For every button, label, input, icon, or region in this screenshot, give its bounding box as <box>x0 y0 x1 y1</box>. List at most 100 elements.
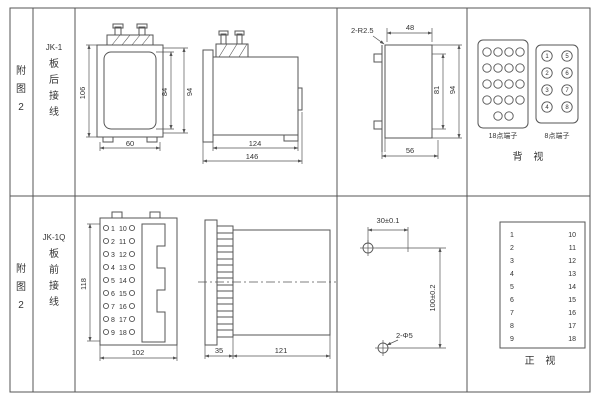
term-num: 10 <box>119 226 127 233</box>
model-char: 板 <box>49 57 59 70</box>
figure-label-bottom: 附 图 2 <box>16 262 26 311</box>
term-num: 1 <box>111 226 115 233</box>
term-num: 2 <box>111 239 115 246</box>
model-char: 接 <box>49 89 59 102</box>
term-num: 4 <box>545 105 549 111</box>
terminal-map-left: 1 2 3 4 5 6 7 8 9 <box>510 232 514 343</box>
term-num: 6 <box>111 291 115 298</box>
term-num: 6 <box>565 71 569 77</box>
mounting-holes-view: 30±0.1 100±0.2 2-Φ5 <box>360 216 446 356</box>
fig-char: 图 <box>16 83 26 95</box>
term-num: 17 <box>568 323 576 330</box>
model-char: 接 <box>49 279 59 292</box>
radius-label: 2-R2.5 <box>351 26 374 35</box>
bolt-cap <box>234 30 245 36</box>
dim-60: 60 <box>126 139 134 148</box>
term-num: 7 <box>510 310 514 317</box>
term-num: 18 <box>119 330 127 337</box>
case-window <box>103 51 157 130</box>
term-num: 14 <box>119 278 127 285</box>
term-num: 4 <box>510 271 514 278</box>
dim-30: 30±0.1 <box>377 216 400 225</box>
label-8pt: 8点端子 <box>545 131 570 140</box>
term-num: 8 <box>510 323 514 330</box>
term-num: 2 <box>545 71 549 77</box>
back-view: 1 2 3 4 5 6 7 8 18点端子 8点端子 背 视 <box>477 39 579 163</box>
fig-char: 2 <box>18 300 24 311</box>
bolt-cap <box>218 30 229 36</box>
table-frame <box>9 7 591 393</box>
mounting-plate <box>204 219 218 346</box>
jk1q-side-view: 35 121 <box>198 219 336 359</box>
term-num: 7 <box>111 304 115 311</box>
model-label-top: JK-1 板 后 接 线 <box>46 43 63 118</box>
dim-106: 106 <box>78 87 87 100</box>
terminal-block-8 <box>535 44 579 124</box>
term-num: 8 <box>565 105 569 111</box>
dim-56: 56 <box>406 146 414 155</box>
term-num: 12 <box>119 252 127 259</box>
term-num: 3 <box>545 88 549 94</box>
terminal-stack <box>216 225 234 338</box>
terminal-map-right: 10 11 12 13 14 15 16 17 18 <box>568 232 576 343</box>
terminal-map-outline <box>499 221 586 349</box>
front-view-caption: 正 视 <box>525 354 560 367</box>
fig-char: 2 <box>18 102 24 113</box>
model-char: 线 <box>49 105 59 118</box>
term-num: 5 <box>510 284 514 291</box>
figure-label-top: 附 图 2 <box>16 64 26 113</box>
front-view-terminal-map: 1 2 3 4 5 6 7 8 9 10 11 12 13 14 15 16 1… <box>499 221 586 367</box>
model-char: 后 <box>49 74 59 86</box>
term-num: 5 <box>565 54 569 60</box>
dim-94: 94 <box>185 88 194 96</box>
dim-100: 100±0.2 <box>428 284 437 311</box>
term-num: 18 <box>568 336 576 343</box>
terminal-block-18 <box>477 39 529 129</box>
term-num: 15 <box>119 291 127 298</box>
term-num: 10 <box>568 232 576 239</box>
dim-35: 35 <box>215 346 223 355</box>
term-num: 1 <box>545 54 549 60</box>
mount-hook <box>373 120 382 130</box>
hole-diameter-label: 2-Φ5 <box>396 331 413 340</box>
fig-char: 图 <box>16 281 26 293</box>
term-num: 5 <box>111 278 115 285</box>
term-num: 3 <box>111 252 115 259</box>
rear-foot <box>283 134 299 142</box>
term-num: 8 <box>111 317 115 324</box>
term-num: 7 <box>565 88 569 94</box>
rear-latch <box>297 87 303 111</box>
model-label-bottom: JK-1Q 板 前 接 线 <box>43 233 66 308</box>
terminal-holes-18 <box>482 47 525 121</box>
dim-48: 48 <box>406 23 414 32</box>
dim-84: 84 <box>160 88 169 96</box>
back-view-caption: 背 视 <box>513 150 548 163</box>
model-name: JK-1 <box>46 43 63 52</box>
case-outline <box>96 44 164 138</box>
bolt-cap <box>136 23 148 29</box>
socket-outline <box>99 217 178 346</box>
relay-body <box>232 229 331 336</box>
fig-char: 附 <box>16 64 26 77</box>
case-body <box>212 56 299 136</box>
bolt <box>236 33 243 45</box>
term-num: 16 <box>119 304 127 311</box>
fig-char: 附 <box>16 262 26 275</box>
model-char: 线 <box>49 295 59 308</box>
bolt-cap <box>112 23 124 29</box>
term-num: 11 <box>119 239 126 246</box>
term-num: 12 <box>568 258 576 265</box>
socket-profile <box>141 223 166 343</box>
term-num: 6 <box>510 297 514 304</box>
bolt <box>220 33 227 45</box>
term-num: 4 <box>111 265 115 272</box>
model-char: 前 <box>49 263 59 276</box>
socket-terminals-left: 1 2 3 4 5 6 7 8 9 <box>102 224 115 337</box>
terminal-holes-8: 1 2 3 4 5 6 7 8 <box>541 50 573 113</box>
bolt <box>138 26 146 36</box>
model-char: 板 <box>49 247 59 260</box>
term-num: 3 <box>510 258 514 265</box>
dim-124: 124 <box>249 139 262 148</box>
term-num: 9 <box>510 336 514 343</box>
